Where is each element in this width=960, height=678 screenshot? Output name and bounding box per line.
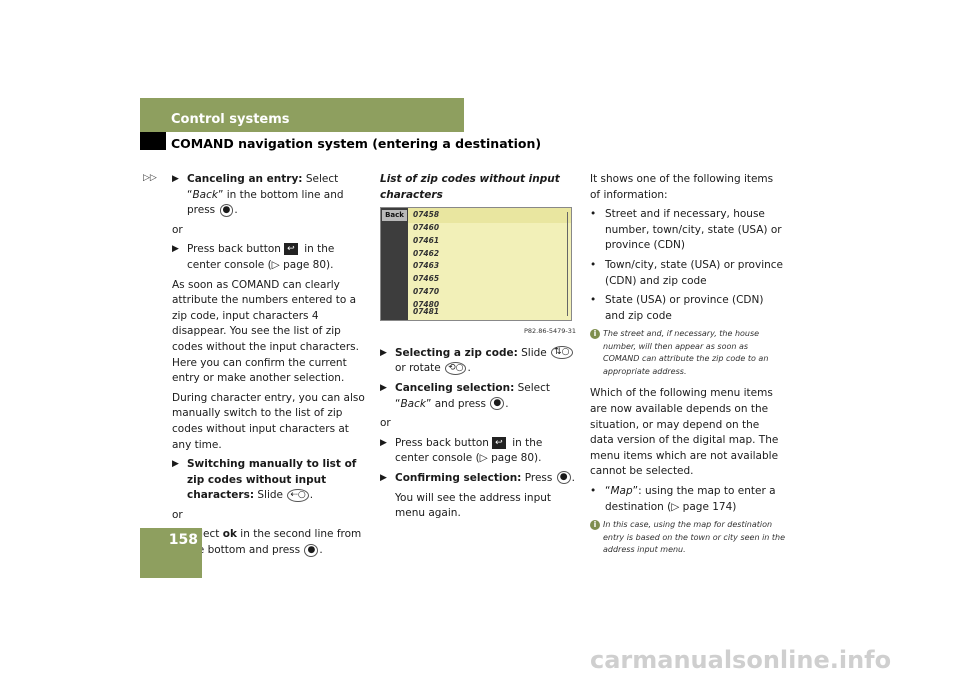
step-confirm-selection: ▶ Confirming selection: Press ●.: [380, 471, 576, 487]
step-arrow-icon: ▶: [380, 472, 387, 483]
section-title: Control systems: [171, 112, 290, 127]
back-key-icon: ↩: [283, 243, 298, 256]
or-text: or: [380, 417, 391, 430]
list-item: •Town/city, state (USA) or province (CDN…: [590, 258, 783, 287]
column-2: List of zip codes without input characte…: [380, 172, 576, 526]
figure-title: List of zip codes without input characte…: [380, 173, 560, 201]
column-3: It shows one of the following items of i…: [590, 172, 786, 565]
paragraph: Which of the following menu items are no…: [590, 387, 779, 478]
list-item-map: •“Map”: using the map to enter a destina…: [590, 484, 776, 513]
info-note: i In this case, using the map for destin…: [590, 519, 786, 557]
step-arrow-icon: ▶: [380, 347, 387, 358]
figure-reference: P82.86-5479-31: [523, 327, 576, 336]
step-select-zip: ▶ Selecting a zip code: Slide ⇅○ or rota…: [380, 346, 576, 377]
step-arrow-icon: ▶: [172, 244, 179, 255]
step-arrow-icon: ▶: [172, 174, 179, 184]
step-back-button: ▶ Press back button↩ in the center conso…: [380, 436, 576, 467]
page-subtitle: COMAND navigation system (entering a des…: [171, 136, 542, 151]
list-item: •Street and if necessary, house number, …: [590, 208, 782, 252]
knob-press-icon: ●: [219, 203, 234, 217]
step-cancel-selection: ▶ Canceling selection: Select “Back” and…: [380, 381, 576, 412]
zip-code-item[interactable]: 07470: [413, 286, 440, 296]
step-arrow-icon: ▶: [380, 437, 387, 448]
info-icon: i: [590, 329, 600, 340]
info-icon: i: [590, 520, 600, 531]
slide-knob-icon: ⇅○: [551, 346, 573, 360]
paragraph: As soon as COMAND can clearly attribute …: [172, 278, 359, 385]
step-follow-text: You will see the address input menu agai…: [395, 491, 552, 520]
info-note: i The street and, if necessary, the hous…: [590, 328, 786, 378]
paragraph: During character entry, you can also man…: [172, 391, 365, 451]
column-1: ▶ Canceling an entry: Select “Back” in t…: [172, 172, 370, 563]
zip-code-item[interactable]: 07462: [413, 248, 440, 258]
zip-code-item[interactable]: 07458: [413, 210, 440, 220]
knob-press-icon: ●: [490, 397, 505, 411]
screen-side-panel: [381, 208, 408, 321]
highlight-row: [408, 208, 571, 224]
continued-marker: ▷▷: [143, 173, 157, 183]
intro-paragraph: It shows one of the following items of i…: [590, 173, 774, 201]
back-key-icon: ↩: [491, 436, 506, 449]
zip-code-item[interactable]: 07481: [413, 307, 440, 317]
zip-code-item[interactable]: 07460: [413, 222, 440, 232]
step-switch-list: ▶ Switching manually to list of zip code…: [172, 457, 370, 504]
step-arrow-icon: ▶: [380, 382, 387, 393]
page-number: 158: [168, 532, 198, 548]
watermark: carmanualsonline.info: [590, 646, 892, 674]
knob-press-icon: ●: [556, 471, 571, 485]
zip-code-list-screen: Back 07458 07460 07461 07462 07463 07465…: [380, 207, 572, 322]
rotate-knob-icon: ⟲○: [445, 361, 467, 375]
knob-press-icon: ●: [304, 543, 319, 557]
or-text: or: [172, 223, 183, 236]
zip-code-item[interactable]: 07461: [413, 235, 440, 245]
slide-knob-icon: ⇠○: [287, 488, 309, 502]
back-button[interactable]: Back: [382, 210, 407, 222]
step-cancel-entry: ▶ Canceling an entry: Select “Back” in t…: [172, 172, 370, 219]
scrollbar[interactable]: [567, 212, 568, 317]
zip-code-item[interactable]: 07480: [413, 299, 440, 309]
zip-code-item[interactable]: 07465: [413, 274, 440, 284]
zip-code-item[interactable]: 07463: [413, 261, 440, 271]
step-arrow-icon: ▶: [172, 459, 179, 470]
page-number-box: [140, 528, 202, 578]
list-item: •State (USA) or province (CDN) and zip c…: [590, 294, 764, 322]
header-band: [140, 98, 464, 132]
or-text: or: [172, 508, 183, 521]
step-back-button: ▶ Press back button↩ in the center conso…: [172, 242, 370, 273]
corner-block: [140, 132, 166, 150]
